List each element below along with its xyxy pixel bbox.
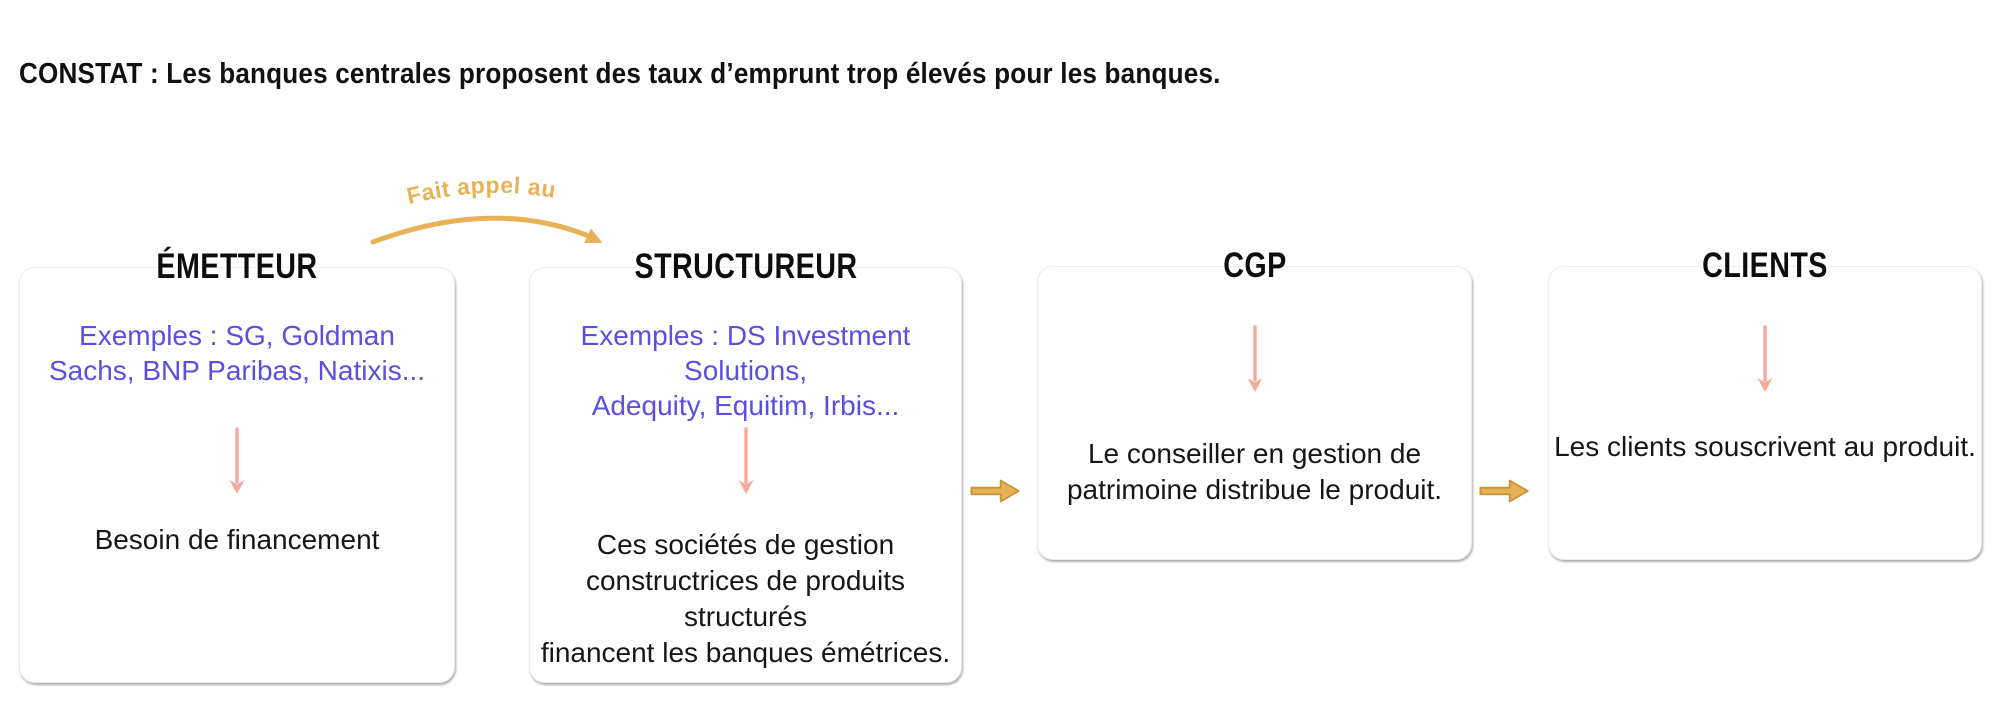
- description-text: Ces sociétés de gestion constructrices d…: [540, 529, 951, 668]
- card-title: CLIENTS: [1702, 246, 1828, 286]
- curved-arrow-arc: [370, 215, 589, 245]
- page-title: CONSTAT : Les banques centrales proposen…: [19, 58, 1221, 90]
- down-arrow-icon: [1247, 325, 1262, 392]
- card-clients: CLIENTS Les clients souscrivent au produ…: [1548, 246, 1982, 560]
- down-arrow-icon: [1757, 325, 1773, 392]
- examples-text: Exemples : DS Investment Solutions, Adeq…: [580, 320, 911, 421]
- flow-arrow-icon: [970, 479, 1020, 503]
- description-text: Le conseiller en gestion de patrimoine d…: [1066, 438, 1443, 505]
- card-title: STRUCTUREUR: [634, 247, 857, 287]
- card-emetteur: ÉMETTEUR Exemples : SG, Goldman Sachs, B…: [19, 247, 455, 683]
- fait-appel-curved-arrow-icon: Fait appel au: [370, 172, 603, 245]
- description-text: Les clients souscrivent au produit.: [1554, 431, 1976, 462]
- card-title: ÉMETTEUR: [156, 247, 318, 287]
- curved-arrow-label: Fait appel au: [404, 172, 558, 209]
- description-text: Besoin de financement: [94, 524, 380, 555]
- card-title: CGP: [1222, 246, 1287, 286]
- down-arrow-icon: [738, 427, 753, 494]
- down-arrow-icon: [229, 427, 245, 494]
- flow-arrow-icon: [1479, 479, 1529, 503]
- card-structureur: STRUCTUREUR Exemples : DS Investment Sol…: [529, 247, 962, 683]
- card-cgp: CGP Le conseiller en gestion de patrimoi…: [1037, 246, 1472, 560]
- curved-arrow-head-icon: [584, 228, 603, 244]
- examples-text: Exemples : SG, Goldman Sachs, BNP Pariba…: [48, 320, 426, 386]
